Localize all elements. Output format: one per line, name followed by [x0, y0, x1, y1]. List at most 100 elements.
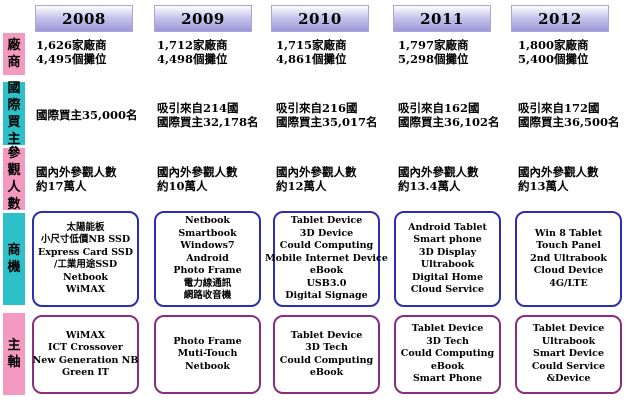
- year-header-2012: 2012: [511, 5, 609, 32]
- year-header-2011: 2011: [393, 5, 491, 32]
- row-label-char: 參: [7, 146, 21, 161]
- cell-line: 約12萬人: [276, 179, 327, 193]
- box-line: eBook: [430, 360, 465, 372]
- visitor-count-2008: 國內外參觀人數約17萬人: [36, 165, 117, 193]
- cell-line: 吸引來自216國: [276, 101, 358, 115]
- cell-line: 國際買主35,000名: [36, 108, 138, 122]
- box-line: eBook: [309, 265, 344, 277]
- row-label-char: 主: [7, 338, 21, 353]
- row-label-char: 數: [7, 197, 21, 212]
- row-label-char: 軸: [7, 355, 21, 370]
- box-line: /工業用途SSD: [53, 259, 118, 270]
- box-line: eBook: [309, 367, 344, 378]
- cell-line: 1,715家廠商: [276, 38, 347, 52]
- box-line: Ultrabook: [541, 335, 596, 347]
- row-label-char: 機: [7, 260, 21, 275]
- row-label-visitors: 參觀人數: [3, 146, 25, 212]
- row-label-char: 買: [7, 114, 21, 130]
- box-line: Win 8 Tablet: [534, 227, 603, 239]
- row-label-char: 主: [7, 131, 21, 147]
- cell-line: 約10萬人: [157, 179, 208, 193]
- year-header-2008: 2008: [35, 5, 133, 32]
- year-header-2009: 2009: [154, 5, 252, 32]
- box-line: 4G/LTE: [549, 277, 588, 289]
- box-line: WiMAX: [65, 284, 106, 295]
- box-line: Could Computing: [279, 354, 374, 366]
- buyer-count-2009: 吸引來自214國國際買主32,178名: [157, 101, 259, 129]
- cell-line: 國際買主35,017名: [276, 115, 378, 129]
- box-line: USB3.0: [306, 277, 347, 289]
- buyer-count-2010: 吸引來自216國國際買主35,017名: [276, 101, 378, 129]
- cell-line: 約13萬人: [518, 179, 569, 193]
- box-line: Tablet Device: [532, 323, 605, 335]
- cell-line: 1,797家廠商: [398, 38, 469, 52]
- cell-line: 約13.4萬人: [398, 179, 461, 193]
- box-line: Mobile Internet Device: [265, 252, 388, 264]
- box-line: Green IT: [62, 367, 109, 378]
- box-line: Tablet Device: [290, 329, 363, 341]
- box-line: Photo Frame: [173, 265, 242, 277]
- box-line: 網路收音機: [183, 290, 232, 302]
- box-line: Tablet Device: [411, 323, 484, 335]
- buyer-count-2012: 吸引來自172國國際買主36,500名: [518, 101, 620, 129]
- buyer-count-2011: 吸引來自162國國際買主36,102名: [398, 101, 500, 129]
- year-header-2010: 2010: [271, 5, 369, 32]
- box-line: Could Computing: [279, 240, 374, 252]
- box-line: Could Service: [531, 360, 606, 372]
- cell-line: 國內外參觀人數: [276, 165, 357, 179]
- box-line: Ultrabook: [420, 259, 475, 270]
- box-line: Netbook: [184, 215, 230, 227]
- box-line: Windows7: [180, 240, 235, 252]
- box-line: Could Computing: [400, 348, 495, 360]
- box-line: 3D Tech: [426, 335, 469, 347]
- cell-line: 1,626家廠商: [36, 38, 107, 52]
- row-label-char: 人: [7, 180, 21, 195]
- cell-line: 吸引來自214國: [157, 101, 239, 115]
- box-line: Cloud Device: [533, 265, 604, 277]
- buyer-count-2008: 國際買主35,000名: [36, 108, 138, 122]
- box-line: WiMAX: [65, 329, 106, 341]
- cell-line: 4,495個攤位: [36, 52, 107, 66]
- box-line: 小尺寸低價NB SSD: [40, 234, 131, 245]
- box-line: ICT Crossover: [48, 342, 123, 353]
- box-line: Android: [186, 252, 229, 264]
- cell-line: 吸引來自172國: [518, 101, 600, 115]
- cell-line: 吸引來自162國: [398, 101, 480, 115]
- cell-line: 5,298個攤位: [398, 52, 469, 66]
- box-line: Smart phone: [413, 234, 482, 245]
- visitor-count-2011: 國內外參觀人數約13.4萬人: [398, 165, 479, 193]
- cell-line: 國內外參觀人數: [398, 165, 479, 179]
- box-line: &Device: [546, 373, 591, 385]
- cell-line: 5,400個攤位: [518, 52, 589, 66]
- cell-line: 國際買主36,102名: [398, 115, 500, 129]
- row-label-themes: 主軸: [3, 313, 25, 395]
- row-label-exhibitors: 廠商: [3, 33, 25, 75]
- row-label-char: 際: [7, 97, 21, 113]
- box-line: Netbook: [62, 271, 108, 283]
- visitor-count-2010: 國內外參觀人數約12萬人: [276, 165, 357, 193]
- row-label-products: 商機: [3, 213, 25, 305]
- cell-line: 國際買主36,500名: [518, 115, 620, 129]
- row-label-char: 國: [7, 80, 21, 96]
- box-line: 2nd Ultrabook: [530, 252, 607, 264]
- cell-line: 約17萬人: [36, 179, 87, 193]
- row-label-char: 廠: [7, 38, 21, 53]
- box-line: Digital Home: [412, 271, 483, 283]
- box-line: Touch Panel: [536, 240, 601, 252]
- box-line: Photo Frame: [173, 335, 242, 347]
- box-line: 電力線通訊: [183, 277, 232, 289]
